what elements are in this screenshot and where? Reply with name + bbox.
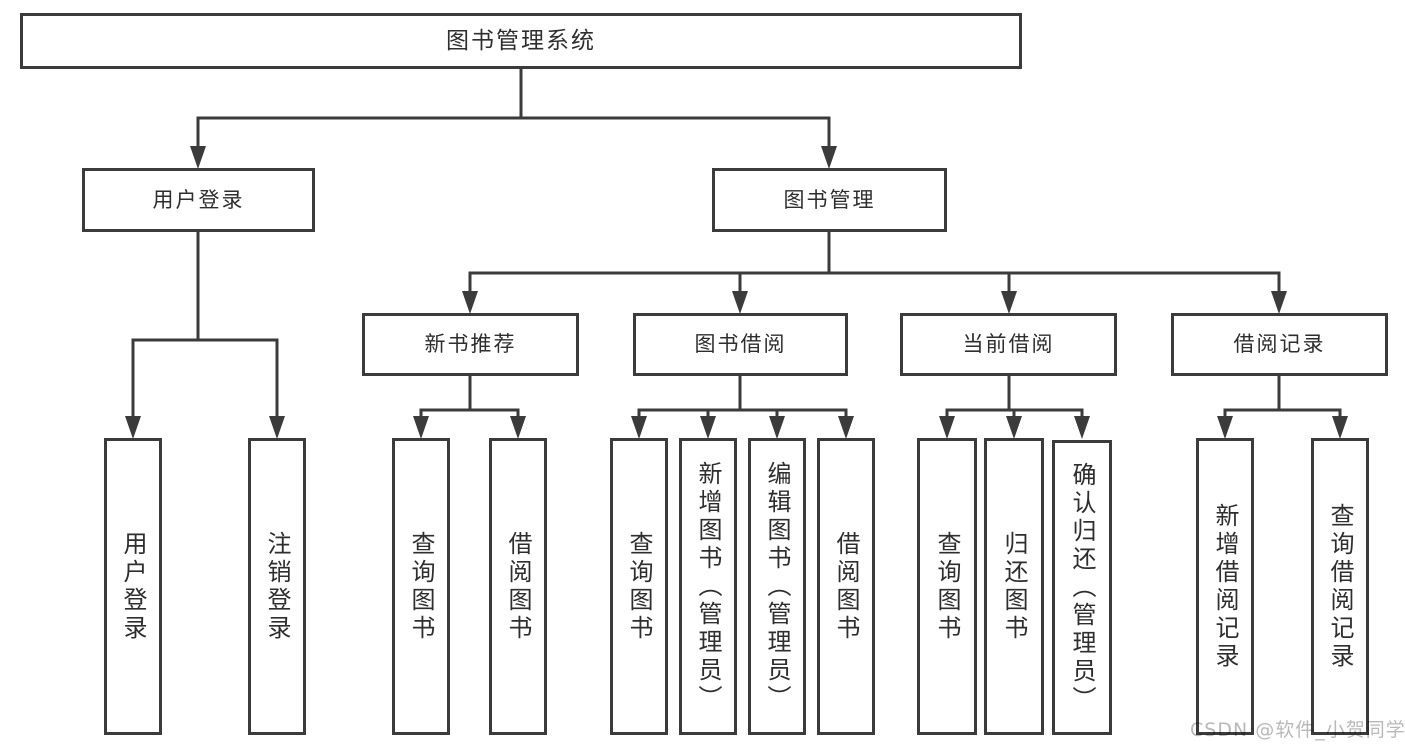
leaf-logout-login: 注销登录 [248, 438, 306, 735]
connector-group [131, 67, 1342, 426]
arrowhead [1271, 291, 1287, 314]
connector-borrow-records-split [1223, 374, 1342, 426]
leaf-user-login: 用户登录 [104, 438, 162, 735]
node-user-login: 用户登录 [82, 168, 315, 232]
leaf-query-books-current: 查询图书 [917, 438, 977, 735]
leaf-confirm-return-admin: 确认归还（管理员） [1052, 440, 1112, 735]
connector-user-login-split [131, 230, 279, 426]
leaf-query-books-rec: 查询图书 [392, 438, 450, 735]
watermark-text: CSDN @软件_小贺同学 [1190, 719, 1405, 741]
arrowhead [1332, 416, 1348, 439]
arrowhead [190, 146, 206, 169]
arrowhead [1217, 416, 1233, 439]
node-new-book-rec: 新书推荐 [362, 313, 579, 376]
arrowhead [939, 416, 955, 439]
leaf-edit-books-admin: 编辑图书（管理员） [748, 438, 806, 735]
leaf-add-borrow-record: 新增借阅记录 [1196, 438, 1254, 735]
arrowhead [413, 416, 429, 439]
arrowhead [838, 416, 854, 439]
leaf-add-books-admin: 新增图书（管理员） [679, 438, 737, 735]
arrowhead [1001, 291, 1017, 314]
leaf-borrow-books-rec: 借阅图书 [489, 438, 547, 735]
node-current-borrow: 当前借阅 [900, 313, 1117, 376]
arrowhead [821, 146, 837, 169]
arrowheads-group [125, 146, 1348, 439]
leaf-query-borrow-record: 查询借阅记录 [1311, 438, 1369, 735]
arrowhead [462, 291, 478, 314]
leaf-query-books-borrow: 查询图书 [610, 438, 668, 735]
arrowhead [769, 416, 785, 439]
arrowhead [269, 416, 285, 439]
connector-root-split [196, 67, 831, 156]
arrowhead [631, 416, 647, 439]
arrowhead [510, 416, 526, 439]
arrowhead [1006, 416, 1022, 439]
node-book-mgmt: 图书管理 [712, 168, 947, 232]
node-borrow-records: 借阅记录 [1171, 313, 1388, 376]
leaf-borrow-books-borrow: 借阅图书 [817, 438, 875, 735]
connector-new-book-rec-split [419, 374, 520, 426]
arrowhead [1074, 416, 1090, 439]
node-book-borrow: 图书借阅 [633, 313, 848, 376]
node-root: 图书管理系统 [20, 13, 1022, 69]
arrowhead [732, 291, 748, 314]
arrowhead [125, 416, 141, 439]
arrowhead [700, 416, 716, 439]
connector-book-mgmt-split [468, 230, 1281, 301]
leaf-return-books: 归还图书 [984, 438, 1044, 735]
connector-book-borrow-split [637, 374, 848, 426]
